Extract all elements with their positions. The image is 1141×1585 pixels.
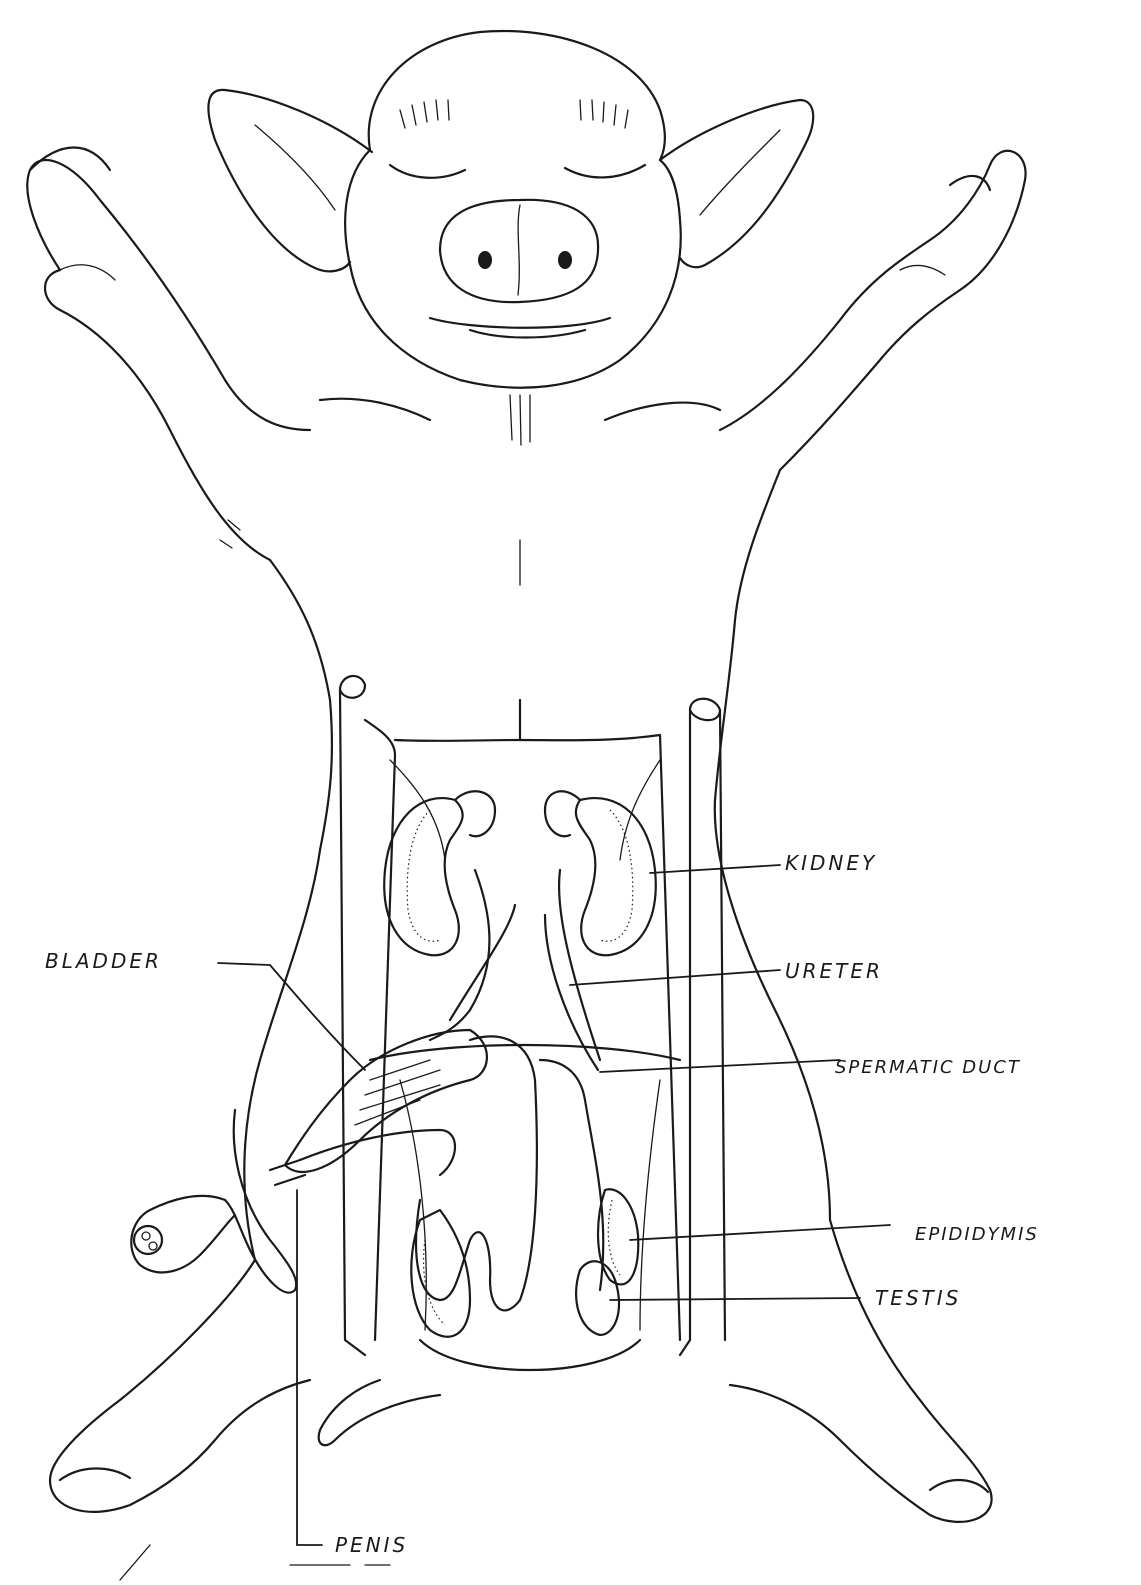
torso	[220, 399, 830, 1260]
label-bladder: BLADDER	[45, 949, 162, 973]
label-testis: TESTIS	[875, 1286, 961, 1310]
label-penis: PENIS	[335, 1533, 408, 1557]
label-epididymis: EPIDIDYMIS	[915, 1224, 1039, 1245]
leader-kidney	[650, 865, 780, 873]
leader-testis	[610, 1298, 860, 1300]
label-kidney: KIDNEY	[785, 851, 877, 875]
label-ureter: URETER	[785, 959, 883, 983]
label-spermatic-duct: SPERMATIC DUCT	[835, 1057, 1021, 1078]
leader-epididymis	[630, 1225, 890, 1240]
labels: KIDNEY URETER SPERMATIC DUCT EPIDIDYMIS …	[45, 851, 1039, 1557]
kidney-right	[545, 791, 656, 955]
leader-penis	[297, 1190, 322, 1545]
forelimbs	[27, 148, 1025, 561]
penis	[131, 1110, 305, 1293]
testis-right	[576, 1189, 638, 1335]
pig-head	[208, 31, 813, 445]
ureters	[430, 870, 600, 1070]
kidney-left	[384, 791, 495, 955]
leader-spermatic-duct	[600, 1060, 840, 1072]
body-cavity	[340, 676, 725, 1370]
leader-ureter	[570, 970, 780, 985]
